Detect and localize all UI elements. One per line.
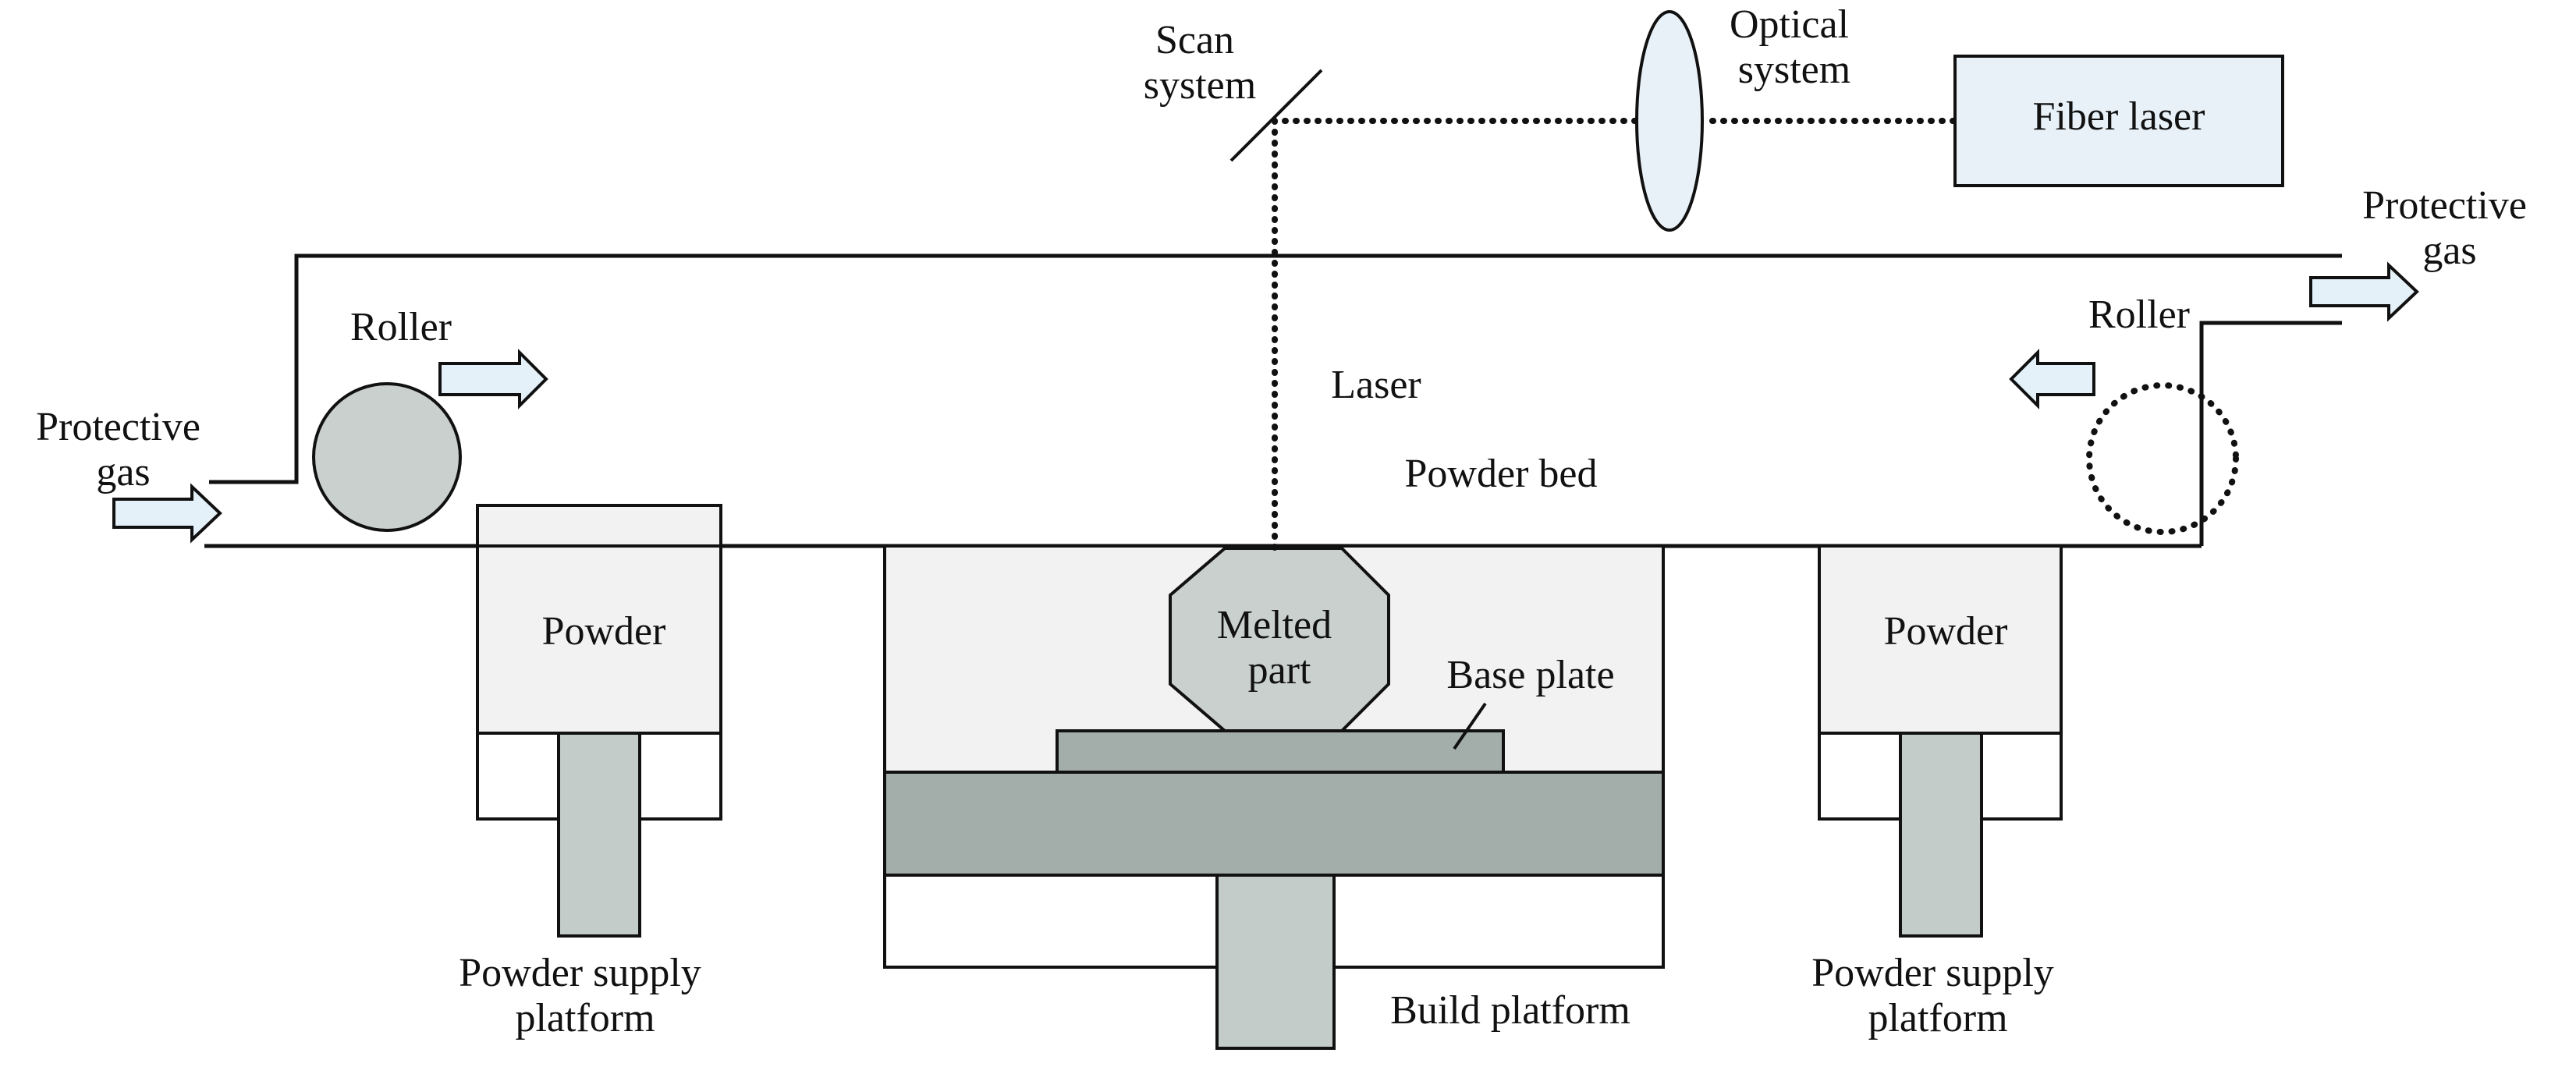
gas-right-line2: gas xyxy=(2422,229,2476,273)
build-piston-rod xyxy=(1215,874,1336,1050)
scan-system-line2: system xyxy=(1144,63,1256,108)
label-powder-supply-right: Powder supply platform xyxy=(1811,951,2064,1040)
melted-part-line2: part xyxy=(1248,648,1311,693)
scan-mirror xyxy=(1229,69,1323,162)
supply-left-line1: Powder supply xyxy=(459,951,701,995)
left-powder-top xyxy=(476,504,722,548)
build-plate-slab xyxy=(883,771,1665,877)
left-roller xyxy=(312,382,462,532)
label-melted-part: Melted part xyxy=(1217,603,1342,693)
label-powder-left: Powder xyxy=(542,609,666,654)
label-powder-supply-left: Powder supply platform xyxy=(459,951,711,1040)
label-laser: Laser xyxy=(1331,363,1421,407)
label-fiber-laser: Fiber laser xyxy=(2033,94,2205,139)
optical-system-line1: Optical xyxy=(1730,2,1849,47)
right-powder-reservoir xyxy=(1818,544,2063,735)
label-protective-gas-left: Protective gas xyxy=(36,405,211,495)
optical-system-line2: system xyxy=(1738,48,1850,92)
label-scan-system: Scan system xyxy=(1144,18,1256,108)
right-roller-arrow xyxy=(2009,349,2095,409)
gas-left-line2: gas xyxy=(96,450,150,495)
supply-left-line2: platform xyxy=(515,996,655,1040)
label-powder-bed: Powder bed xyxy=(1405,452,1598,496)
chamber-left-wall xyxy=(209,253,2342,484)
melted-part xyxy=(1169,547,1390,732)
base-plate xyxy=(1056,729,1505,774)
gas-outlet-arrow xyxy=(2309,261,2419,322)
scan-system-line1: Scan xyxy=(1155,18,1234,62)
gas-right-line1: Protective xyxy=(2362,183,2527,228)
right-piston-rod xyxy=(1899,732,1983,938)
label-optical-system: Optical system xyxy=(1730,2,1859,92)
gas-left-line1: Protective xyxy=(36,405,200,449)
supply-right-line2: platform xyxy=(1868,996,2007,1040)
melted-part-line1: Melted xyxy=(1217,603,1332,647)
left-powder-reservoir xyxy=(476,544,722,735)
label-roller-left: Roller xyxy=(350,305,452,349)
left-piston-rod xyxy=(557,732,641,938)
label-protective-gas-right: Protective gas xyxy=(2362,183,2537,273)
base-plate-leader xyxy=(1453,702,1487,750)
label-build-platform: Build platform xyxy=(1390,988,1630,1033)
chamber-right-wall xyxy=(2199,321,2342,546)
right-roller xyxy=(2086,382,2239,535)
left-roller-arrow xyxy=(438,349,548,409)
label-roller-right: Roller xyxy=(2088,292,2190,337)
label-powder-right: Powder xyxy=(1884,609,2008,654)
label-base-plate: Base plate xyxy=(1446,653,1614,697)
gas-inlet-arrow xyxy=(112,483,222,544)
supply-right-line1: Powder supply xyxy=(1811,951,2054,995)
optical-lens xyxy=(1635,10,1704,232)
